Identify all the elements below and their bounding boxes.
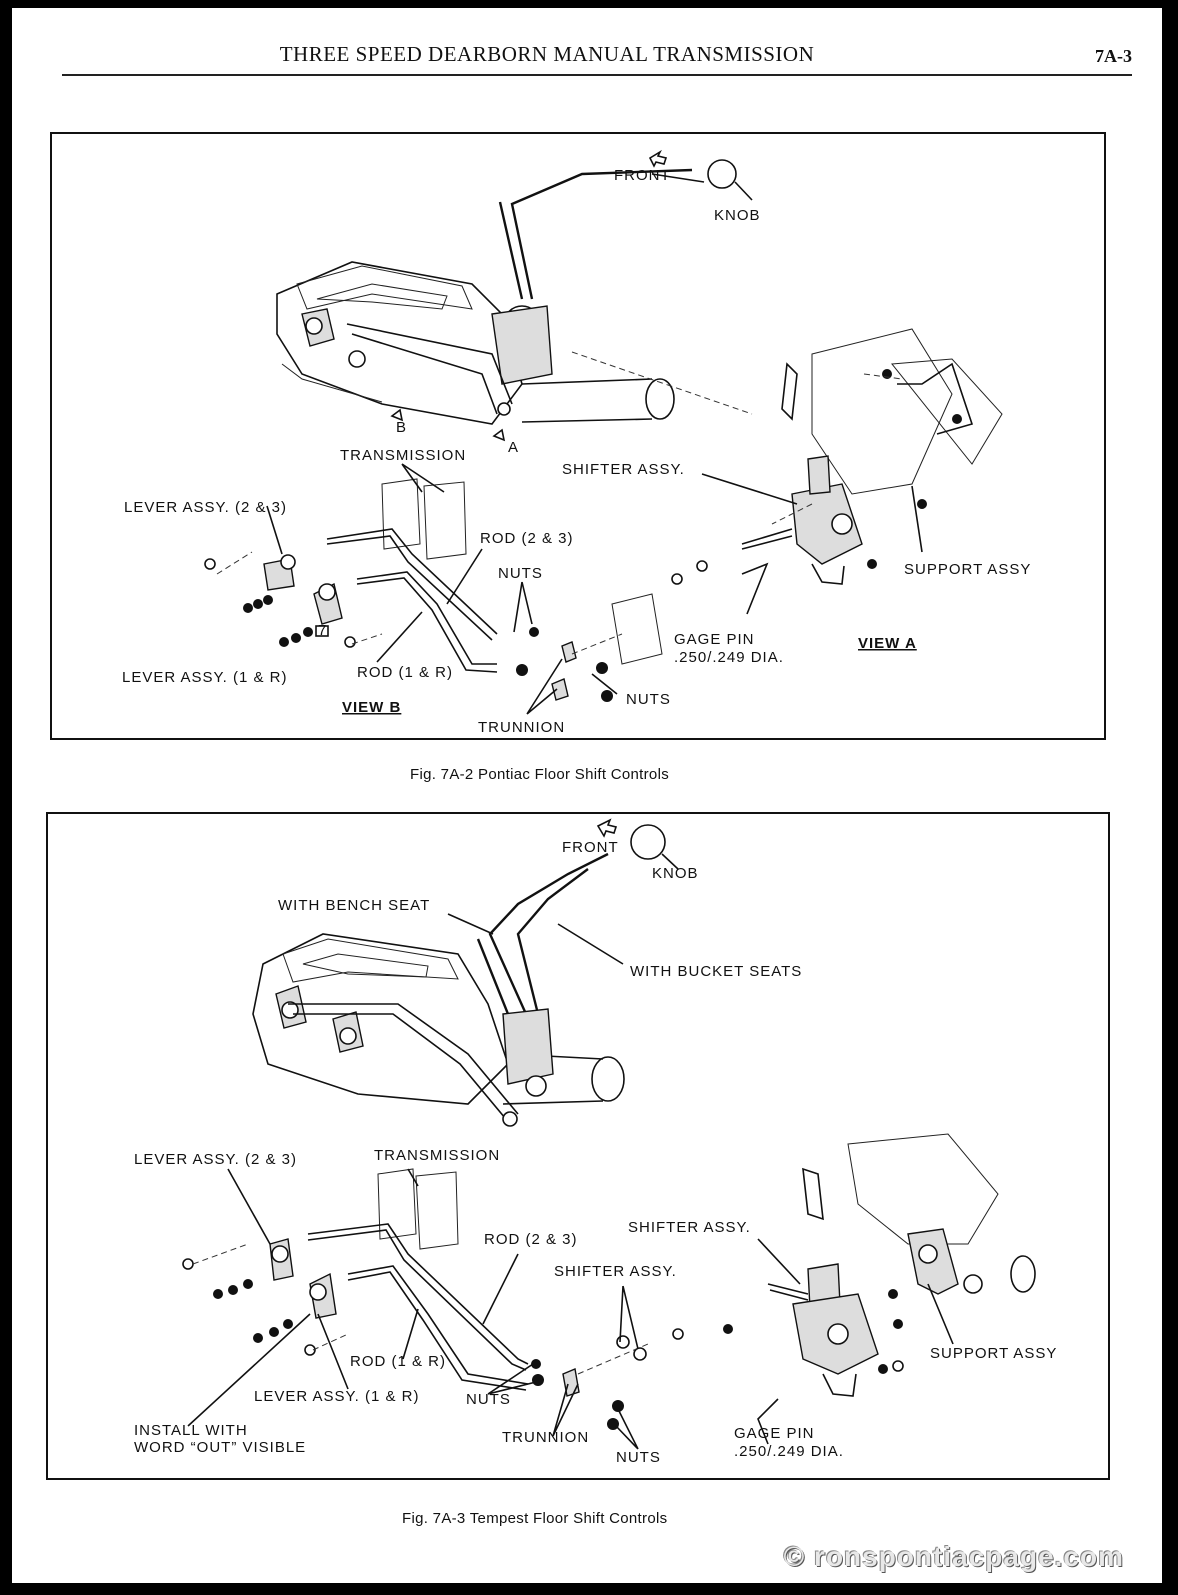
nuts-lower-leader — [591, 673, 618, 695]
label-gage-dia: .250/.249 DIA. — [674, 649, 784, 666]
exploded-linkage-parts — [182, 1168, 733, 1430]
part-marker-box — [315, 625, 329, 637]
label-front: FRONT — [562, 839, 619, 856]
view-b-exploded-parts — [204, 478, 708, 702]
view-a-parts — [741, 328, 1003, 615]
knob-leader — [661, 853, 679, 870]
label-rod-23: ROD (2 & 3) — [484, 1231, 578, 1248]
label-lever-23: LEVER ASSY. (2 & 3) — [134, 1151, 297, 1168]
support-assy-leader — [927, 1283, 954, 1345]
page-number: 7A-3 — [1095, 46, 1132, 66]
label-gage-dia: .250/.249 DIA. — [734, 1443, 844, 1460]
shifter-lower-leader — [619, 1285, 639, 1350]
figure-1-diagram: FRONT KNOB B A TRANSMISSION SHIFTER ASSY… — [122, 149, 1031, 736]
bench-seat-leader — [447, 913, 494, 935]
shifter-upper-leader — [757, 1238, 801, 1285]
install-leader — [187, 1313, 311, 1427]
shift-knob-drawing — [707, 159, 737, 189]
rod-23-leader — [482, 1253, 519, 1325]
rod-1r-leader — [376, 611, 423, 663]
label-part-marker: 7 — [318, 622, 327, 639]
label-lever-1r: LEVER ASSY. (1 & R) — [122, 669, 287, 686]
bucket-seats-leader — [557, 923, 624, 965]
label-shifter-assy-upper: SHIFTER ASSY. — [628, 1219, 751, 1236]
label-nuts-upper: NUTS — [498, 565, 543, 582]
rod-1r-leader — [402, 1308, 419, 1360]
manual-page: THREE SPEED DEARBORN MANUAL TRANSMISSION… — [12, 8, 1162, 1583]
trunnion-leader — [526, 658, 563, 715]
nuts-bottom-leader — [615, 1408, 639, 1450]
label-arrow-a: A — [508, 439, 519, 456]
front-arrow-icon — [596, 818, 618, 838]
lever-23-leader — [227, 1168, 271, 1245]
view-b-arrow-icon — [390, 408, 404, 422]
label-nuts-lower: NUTS — [626, 691, 671, 708]
support-assy-leader — [911, 485, 923, 553]
label-install-line-2: WORD “OUT” VISIBLE — [134, 1439, 306, 1456]
label-bucket-seats: WITH BUCKET SEATS — [630, 963, 802, 980]
transmission-leader — [407, 1168, 419, 1187]
page-header-title: THREE SPEED DEARBORN MANUAL TRANSMISSION — [279, 42, 815, 66]
label-install-line-1: INSTALL WITH — [134, 1422, 248, 1439]
label-transmission: TRANSMISSION — [374, 1147, 500, 1164]
lever-23-leader — [266, 505, 283, 555]
front-arrow-icon — [648, 149, 668, 168]
shift-knob-drawing — [630, 824, 666, 860]
header-rule — [62, 74, 1132, 76]
nuts-upper-leader — [513, 581, 533, 633]
knob-leader — [734, 181, 753, 201]
front-leader — [651, 173, 705, 183]
label-gage-pin: GAGE PIN — [734, 1425, 815, 1442]
label-front: FRONT — [614, 167, 671, 184]
label-nuts-left: NUTS — [466, 1391, 511, 1408]
label-support-assy: SUPPORT ASSY — [904, 561, 1031, 578]
label-gage-pin: GAGE PIN — [674, 631, 755, 648]
label-shifter-assy: SHIFTER ASSY. — [562, 461, 685, 478]
figure-2-diagram: FRONT KNOB WITH BENCH SEAT WITH BUCKET S… — [134, 818, 1057, 1466]
label-arrow-b: B — [396, 419, 407, 436]
watermark: © ronspontiacpage.com — [783, 1541, 1124, 1572]
label-trunnion: TRUNNION — [478, 719, 565, 736]
label-view-a: VIEW A — [858, 635, 917, 652]
label-lever-1r: LEVER ASSY. (1 & R) — [254, 1388, 419, 1405]
label-rod-1r: ROD (1 & R) — [357, 664, 453, 681]
label-support-assy: SUPPORT ASSY — [930, 1345, 1057, 1362]
label-knob: KNOB — [714, 207, 761, 224]
label-rod-23: ROD (2 & 3) — [480, 530, 574, 547]
rod-23-leader — [446, 548, 483, 605]
transmission-leader — [401, 463, 445, 493]
figure-2-caption: Fig. 7A-3 Tempest Floor Shift Controls — [402, 1510, 668, 1527]
label-nuts-bottom: NUTS — [616, 1449, 661, 1466]
figure-1-caption: Fig. 7A-2 Pontiac Floor Shift Controls — [410, 766, 670, 783]
figure-pontiac-floor-shift: FRONT KNOB B A TRANSMISSION SHIFTER ASSY… — [50, 132, 1106, 740]
shifter-assy-leader — [701, 473, 798, 505]
label-view-b: VIEW B — [342, 699, 401, 716]
label-transmission: TRANSMISSION — [340, 447, 466, 464]
lever-1r-leader — [317, 1313, 349, 1390]
label-knob: KNOB — [652, 865, 699, 882]
label-bench-seat: WITH BENCH SEAT — [278, 897, 430, 914]
transmission-case-drawing — [252, 852, 625, 1127]
view-a-arrow-icon — [492, 428, 506, 442]
figure-tempest-floor-shift: FRONT KNOB WITH BENCH SEAT WITH BUCKET S… — [46, 812, 1110, 1480]
nuts-left-leader — [487, 1363, 537, 1395]
label-trunnion: TRUNNION — [502, 1429, 589, 1446]
label-shifter-assy-lower: SHIFTER ASSY. — [554, 1263, 677, 1280]
transmission-case-drawing — [276, 168, 753, 425]
trunnion-leader — [552, 1383, 579, 1437]
label-lever-23: LEVER ASSY. (2 & 3) — [124, 499, 287, 516]
view-shifter-support-parts — [757, 1133, 1036, 1445]
label-rod-1r: ROD (1 & R) — [350, 1353, 446, 1370]
